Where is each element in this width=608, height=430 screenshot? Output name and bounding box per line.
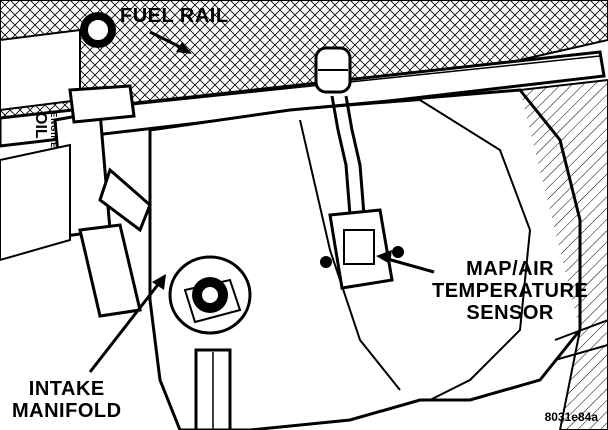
oil-cap-text-line2: OIL xyxy=(32,112,49,139)
map-sensor-label: MAP/AIR TEMPERATURE SENSOR xyxy=(432,258,588,324)
map-sensor xyxy=(320,95,404,290)
intake-manifold-arrow xyxy=(88,274,166,373)
intake-manifold-label-line2: MANIFOLD xyxy=(12,400,122,422)
fuel-rail-arrow xyxy=(149,30,192,54)
intake-manifold-label: INTAKE MANIFOLD xyxy=(12,378,122,422)
bottom-hose xyxy=(194,348,232,430)
oil-cap-text: ENGINE OIL xyxy=(31,112,58,149)
map-sensor-label-line3: SENSOR xyxy=(466,302,554,324)
fuel-rail-label: FUEL RAIL xyxy=(120,5,229,27)
map-sensor-label-line1: MAP/AIR xyxy=(466,258,555,280)
map-sensor-label-line2: TEMPERATURE xyxy=(432,280,589,302)
manifold-fitting xyxy=(168,255,252,335)
figure-id: 8031e84a xyxy=(544,410,598,424)
oil-cap xyxy=(53,84,136,238)
map-sensor-arrow xyxy=(376,250,435,274)
oil-cap-text-line1: ENGINE xyxy=(49,112,58,149)
rail-connector xyxy=(314,46,352,94)
intake-manifold-label-line1: INTAKE xyxy=(28,378,105,400)
rail-knob xyxy=(80,12,116,48)
